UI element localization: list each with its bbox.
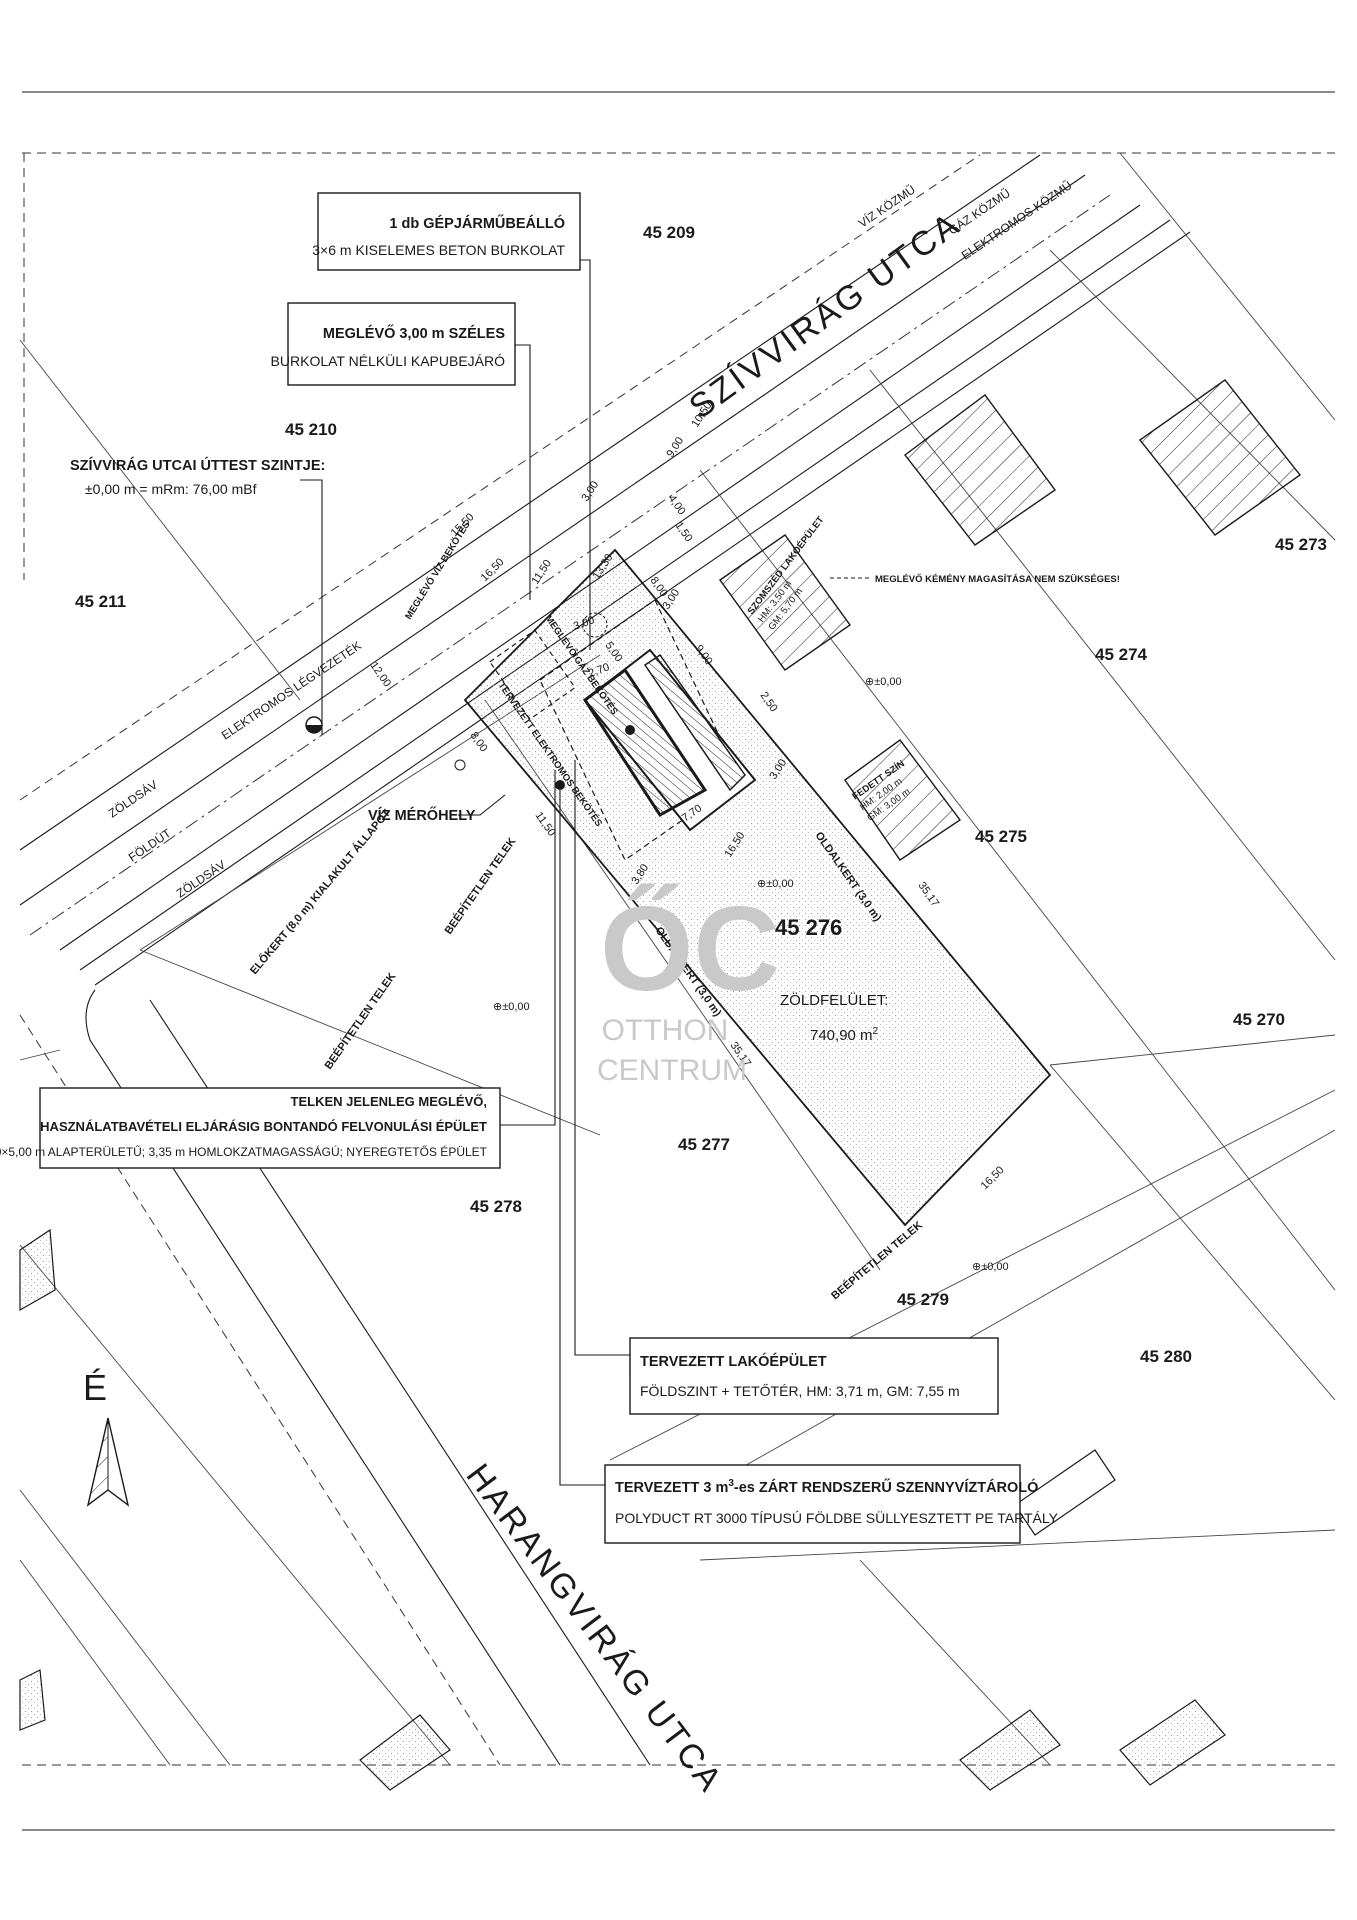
otthon-centrum-watermark: ŐC OTTHON CENTRUM [597, 882, 780, 1087]
lot-45275: 45 275 [975, 827, 1027, 846]
svg-text:MEGLÉVŐ KÉMÉNY MAGASÍTÁSA NEM: MEGLÉVŐ KÉMÉNY MAGASÍTÁSA NEM SZÜKSÉGES! [875, 573, 1120, 585]
svg-text:SZÍVVIRÁG UTCAI ÚTTEST SZINTJE: SZÍVVIRÁG UTCAI ÚTTEST SZINTJE: [70, 456, 325, 474]
svg-text:BURKOLAT NÉLKÜLI KAPUBEJÁRÓ: BURKOLAT NÉLKÜLI KAPUBEJÁRÓ [271, 352, 506, 369]
svg-text:4,00: 4,00 [666, 493, 688, 517]
lot-45278: 45 278 [470, 1197, 522, 1216]
svg-text:11,50: 11,50 [529, 558, 554, 587]
svg-text:⊕±0,00: ⊕±0,00 [757, 878, 794, 890]
svg-text:VÍZ MÉRŐHELY: VÍZ MÉRŐHELY [368, 806, 476, 824]
lot-45274: 45 274 [1095, 645, 1148, 664]
callout-chimney: MEGLÉVŐ KÉMÉNY MAGASÍTÁSA NEM SZÜKSÉGES! [875, 573, 1120, 585]
svg-text:8,00: 8,00 [468, 730, 490, 754]
strip-elektromos-legvezetek: ELEKTROMOS LÉGVEZETÉK [218, 638, 363, 743]
strip-zoldsav-1: ZÖLDSÁV [105, 777, 160, 821]
svg-text:1 db GÉPJÁRMŰBEÁLLÓ: 1 db GÉPJÁRMŰBEÁLLÓ [389, 214, 565, 232]
callout-temporary-building: TELKEN JELENLEG MEGLÉVŐ, HASZNÁLATBAVÉTE… [0, 1087, 501, 1169]
temporary-building [488, 629, 576, 720]
north-arrow: É [83, 1367, 130, 1507]
callout-planned-house: TERVEZETT LAKÓÉPÜLET FÖLDSZINT + TETŐTÉR… [629, 1337, 999, 1415]
existing-water-label: MEGLÉVŐ VÍZ BEKÖTÉS [402, 519, 472, 622]
lot-numbers: 45 209 45 210 45 211 45 273 45 274 45 27… [75, 223, 1327, 1366]
callout-street-level: SZÍVVIRÁG UTCAI ÚTTEST SZINTJE: ±0,00 m … [70, 456, 325, 497]
svg-text:FÖLDSZINT + TETŐTÉR, HM: 3,71: FÖLDSZINT + TETŐTÉR, HM: 3,71 m, GM: 7,5… [640, 1382, 960, 1399]
lot-45276: 45 276 [775, 915, 842, 940]
svg-text:±0,00 m = mRm: 76,00 mBf: ±0,00 m = mRm: 76,00 mBf [85, 481, 257, 497]
lot-45211: 45 211 [75, 592, 126, 611]
svg-text:TERVEZETT LAKÓÉPÜLET: TERVEZETT LAKÓÉPÜLET [640, 1352, 827, 1370]
lot-45209: 45 209 [643, 223, 695, 242]
watermark-logo: ŐC [600, 882, 780, 1016]
utility-symbols [305, 612, 635, 790]
north-label: É [83, 1367, 107, 1408]
strip-zoldsav-2: ZÖLDSÁV [173, 857, 228, 901]
strip-viz-kozmu: VÍZ KÖZMŰ [855, 182, 918, 231]
svg-text:16,50: 16,50 [979, 1164, 1007, 1192]
front-garden-label: ELŐKERT (8,0 m) KIALAKULT ÁLLAPOT [247, 807, 393, 977]
svg-text:HASZNÁLATBAVÉTELI ELJÁRÁSIG BO: HASZNÁLATBAVÉTELI ELJÁRÁSIG BONTANDÓ FEL… [40, 1119, 487, 1134]
street-name-szivvirag: SZÍVVIRÁG UTCA [682, 204, 968, 426]
watermark-line-1: OTTHON [602, 1014, 729, 1047]
lot-45273: 45 273 [1275, 535, 1327, 554]
svg-text:MEGLÉVŐ 3,00 m SZÉLES: MEGLÉVŐ 3,00 m SZÉLES [323, 324, 505, 342]
svg-text:16,50: 16,50 [479, 556, 507, 584]
strip-foldut: FÖLDÚT [125, 825, 174, 865]
svg-text:TELKEN JELENLEG MEGLÉVŐ,: TELKEN JELENLEG MEGLÉVŐ, [291, 1094, 487, 1109]
watermark-line-2: CENTRUM [597, 1054, 747, 1087]
callout-sewage-tank: TERVEZETT 3 m3-es ZÁRT RENDSZERŰ SZENNYV… [604, 1464, 1059, 1544]
svg-text:4,00×5,00 m ALAPTERÜLETŰ; 3,35: 4,00×5,00 m ALAPTERÜLETŰ; 3,35 m HOMLOKZ… [0, 1144, 488, 1159]
svg-text:⊕±0,00: ⊕±0,00 [865, 676, 902, 688]
svg-text:11,50: 11,50 [533, 810, 558, 839]
lot-45277: 45 277 [678, 1135, 730, 1154]
svg-text:35,17: 35,17 [916, 880, 942, 909]
lot-45210: 45 210 [285, 420, 337, 439]
svg-text:1,50: 1,50 [673, 520, 695, 544]
leader-lines [300, 259, 870, 1486]
svg-text:2,50: 2,50 [758, 690, 780, 714]
svg-text:3,00: 3,00 [579, 479, 601, 504]
svg-text:TERVEZETT 3 m3-es ZÁRT RENDSZE: TERVEZETT 3 m3-es ZÁRT RENDSZERŰ SZENNYV… [615, 1478, 1038, 1496]
planned-house [582, 648, 757, 832]
neighbor-buildings [19, 379, 1302, 1791]
lot-45279: 45 279 [897, 1290, 949, 1309]
level-markers: ⊕±0,00 ⊕±0,00 ⊕±0,00 ⊕±0,00 [493, 676, 1009, 1273]
callout-parking: 1 db GÉPJÁRMŰBEÁLLÓ 3×6 m KISELEMES BETO… [312, 192, 581, 271]
svg-text:POLYDUCT RT 3000 TÍPUSÚ FÖLDBE: POLYDUCT RT 3000 TÍPUSÚ FÖLDBE SÜLLYESZT… [615, 1509, 1059, 1526]
callout-water-meter: VÍZ MÉRŐHELY [368, 806, 476, 824]
green-area-value: 740,90 m2 [810, 1026, 879, 1044]
lot-boundaries [19, 152, 1336, 1766]
svg-text:12,00: 12,00 [368, 660, 394, 689]
lot-45270: 45 270 [1233, 1010, 1285, 1029]
unbuilt-lot-label-1: BEÉPÍTETLEN TELEK [442, 835, 519, 937]
svg-text:9,00: 9,00 [664, 435, 686, 460]
green-area-label: ZÖLDFELÜLET: [780, 991, 888, 1009]
building-envelope [539, 599, 741, 861]
svg-text:⊕±0,00: ⊕±0,00 [493, 1001, 530, 1013]
svg-text:⊕±0,00: ⊕±0,00 [972, 1261, 1009, 1273]
lot-45280: 45 280 [1140, 1347, 1192, 1366]
callout-gate: MEGLÉVŐ 3,00 m SZÉLES BURKOLAT NÉLKÜLI K… [271, 302, 516, 386]
unbuilt-lot-label-2: BEÉPÍTETLEN TELEK [322, 970, 399, 1072]
svg-text:3×6 m KISELEMES BETON BURKOLAT: 3×6 m KISELEMES BETON BURKOLAT [312, 242, 565, 258]
